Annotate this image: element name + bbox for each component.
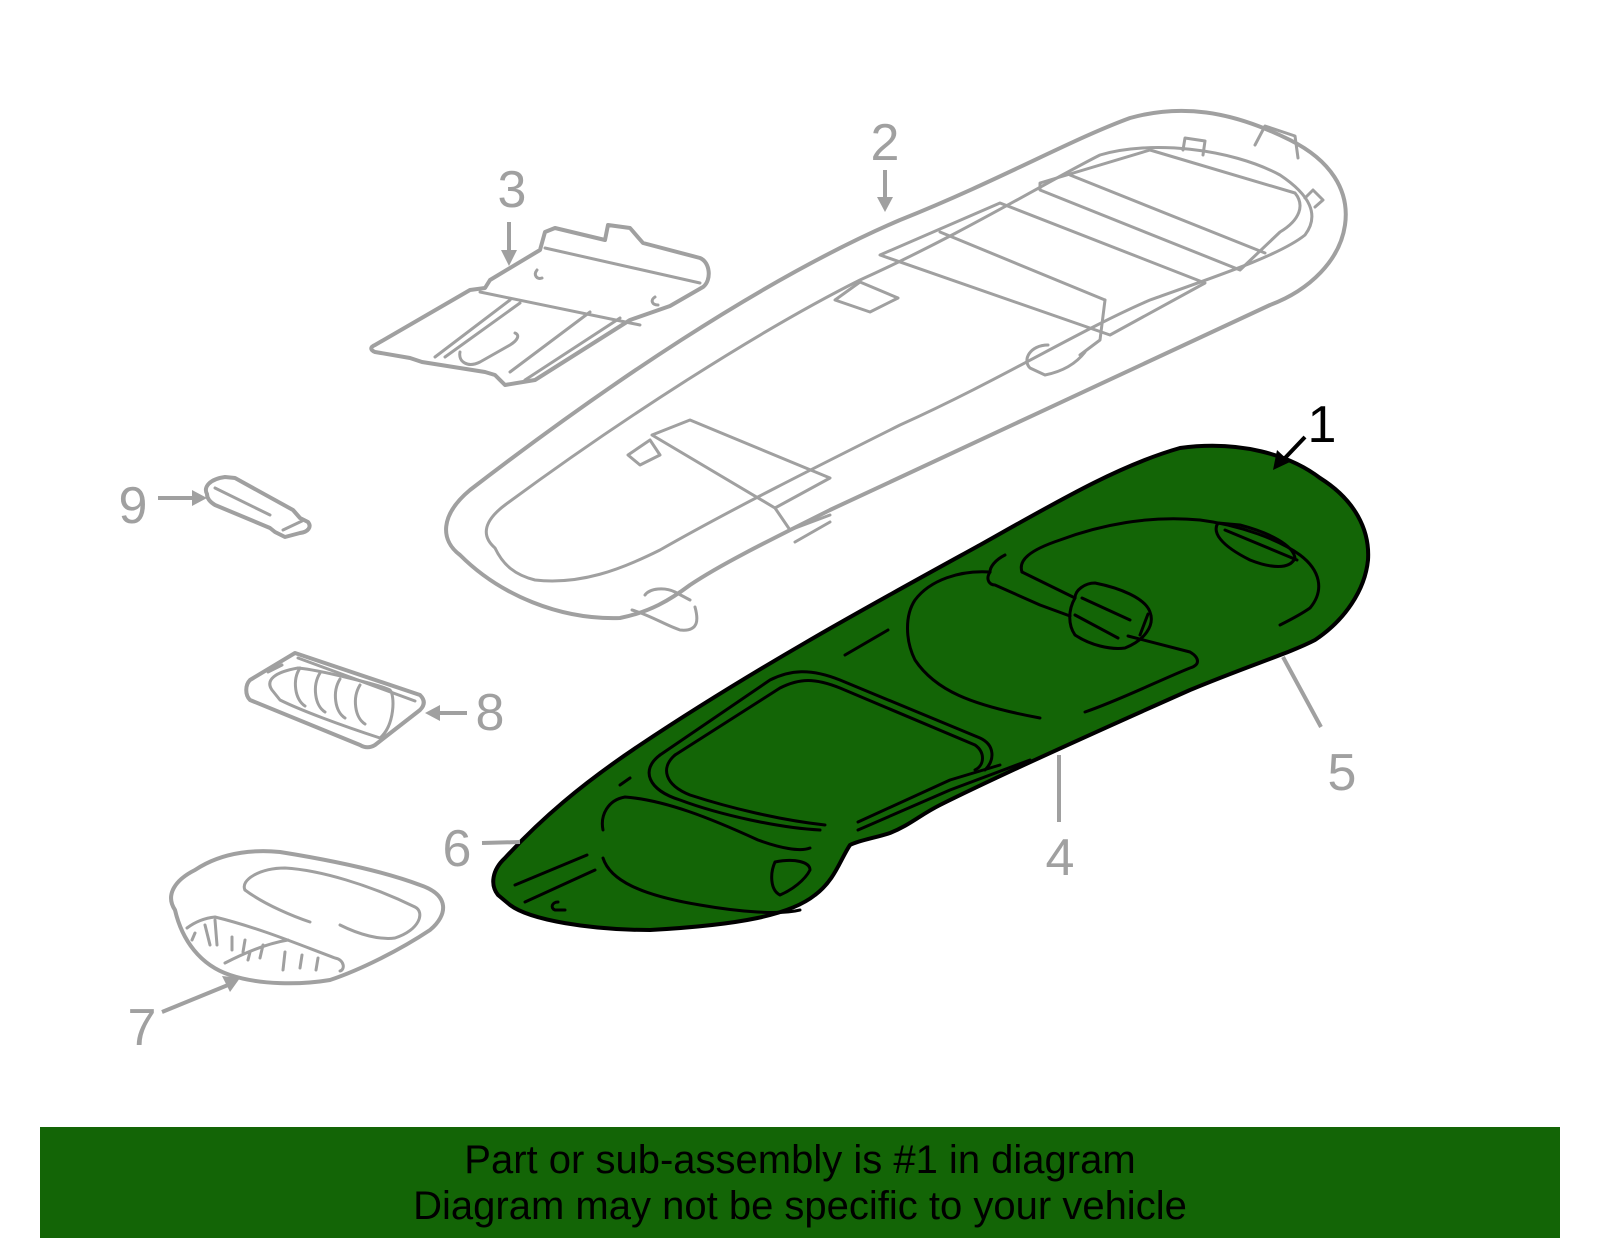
arrow-icon [877, 197, 893, 212]
callout-8-label: 8 [476, 684, 505, 742]
callout-6-label: 6 [443, 820, 472, 878]
banner-line-1: Part or sub-assembly is #1 in diagram [464, 1137, 1136, 1182]
part-7-dome-lamp[interactable] [169, 849, 446, 986]
arrow-icon [425, 705, 440, 721]
part-1-headliner[interactable] [491, 443, 1371, 932]
arrow-icon [1273, 450, 1290, 470]
part-9-clip[interactable] [204, 475, 312, 539]
callout-9-label: 9 [119, 477, 148, 535]
callout-6-leader [481, 840, 521, 845]
banner-line-2: Diagram may not be specific to your vehi… [413, 1183, 1187, 1228]
part-8-map-lamp-lens[interactable] [244, 651, 426, 750]
callout-4-label: 4 [1046, 829, 1075, 887]
callout-2-label: 2 [871, 114, 900, 172]
callout-5-label: 5 [1328, 744, 1357, 802]
part-3-bracket[interactable] [369, 223, 711, 387]
callout-3-label: 3 [498, 161, 527, 219]
callout-5-leader [1281, 656, 1323, 728]
arrow-icon [222, 976, 240, 992]
arrow-icon [192, 490, 207, 506]
arrow-icon [501, 250, 517, 266]
callout-7-leader [161, 983, 229, 1014]
part-2-roof-frame[interactable] [444, 108, 1348, 632]
part-info-banner: Part or sub-assembly is #1 in diagram Di… [40, 1127, 1560, 1238]
callout-1-label: 1 [1308, 396, 1337, 454]
callout-7-label: 7 [128, 999, 157, 1057]
callout-1-leader [1283, 435, 1307, 460]
